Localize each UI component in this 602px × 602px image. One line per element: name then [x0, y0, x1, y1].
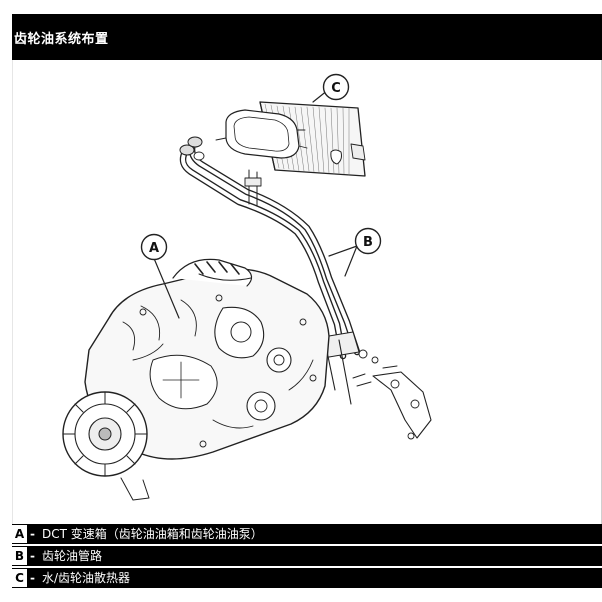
- cooler-drawing: [215, 101, 366, 177]
- callout-c: C: [322, 73, 350, 101]
- legend-text: 水/齿轮油散热器: [42, 571, 131, 585]
- oil-pipes-drawing: [179, 136, 432, 440]
- callout-a: A: [140, 233, 168, 261]
- legend-separator: -: [30, 527, 35, 541]
- figure-frame: C A B: [12, 60, 602, 524]
- callout-c-letter: C: [331, 81, 341, 96]
- legend-key: A: [12, 525, 27, 543]
- legend-row-b: B - 齿轮油管路: [12, 546, 602, 566]
- legend-row-a: A - DCT 变速箱（齿轮油油箱和齿轮油油泵）: [12, 524, 602, 544]
- legend-key: B: [12, 547, 27, 565]
- callout-b-letter: B: [363, 235, 373, 250]
- legend-row-c: C - 水/齿轮油散热器: [12, 568, 602, 588]
- legend-text: DCT 变速箱（齿轮油油箱和齿轮油油泵）: [42, 527, 263, 541]
- legend-separator: -: [30, 549, 35, 563]
- legend-table: A - DCT 变速箱（齿轮油油箱和齿轮油油泵） B - 齿轮油管路 C - 水…: [12, 524, 602, 590]
- callout-b: B: [354, 227, 382, 255]
- callout-a-letter: A: [149, 241, 159, 256]
- transmission-drawing: [62, 258, 330, 501]
- section-header: 齿轮油系统布置: [12, 14, 602, 60]
- section-title: 齿轮油系统布置: [14, 32, 109, 47]
- legend-separator: -: [30, 571, 35, 585]
- gear-oil-system-diagram: [62, 85, 432, 501]
- legend-key: C: [12, 569, 27, 587]
- legend-text: 齿轮油管路: [42, 549, 103, 563]
